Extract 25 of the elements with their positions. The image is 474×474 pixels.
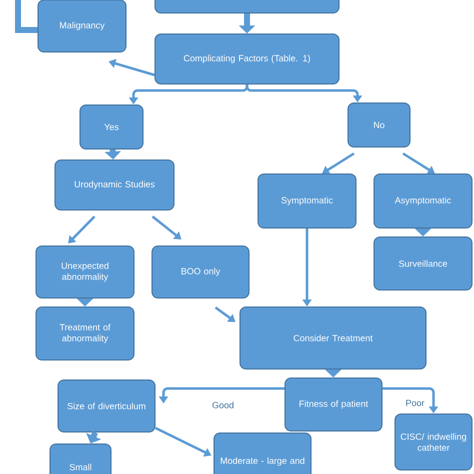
process-box: BOO only: [152, 246, 250, 298]
process-box: Yes: [80, 104, 144, 150]
process-box: Treatment of abnormality: [36, 306, 134, 360]
process-box: Symptomatic: [258, 174, 356, 228]
process-box: [154, 0, 340, 14]
arrow: [152, 216, 182, 240]
arrow: [68, 216, 96, 244]
arrow: [214, 306, 236, 322]
process-box: CISC/ indwelling catheter: [394, 414, 472, 470]
arrow: [15, 0, 38, 33]
process-box: Consider Treatment: [240, 306, 426, 370]
process-box: Moderate - large and: [214, 432, 312, 474]
process-box: Small: [50, 444, 112, 474]
edge-label: Good: [211, 400, 235, 410]
process-box: Fitness of patient: [284, 378, 382, 432]
edge-label: Poor: [404, 398, 426, 408]
process-box: Asymptomatic: [374, 174, 472, 228]
arrow: [402, 152, 435, 174]
process-box: Size of diverticulum: [58, 380, 156, 432]
process-box: No: [348, 102, 410, 148]
process-box: Urodynamic Studies: [54, 160, 174, 210]
process-box: Complicating Factors (Table. 1): [154, 34, 340, 84]
process-box: Malignancy: [38, 0, 126, 52]
process-box: Unexpected abnormality: [36, 246, 134, 298]
process-box: Surveillance: [374, 236, 472, 290]
